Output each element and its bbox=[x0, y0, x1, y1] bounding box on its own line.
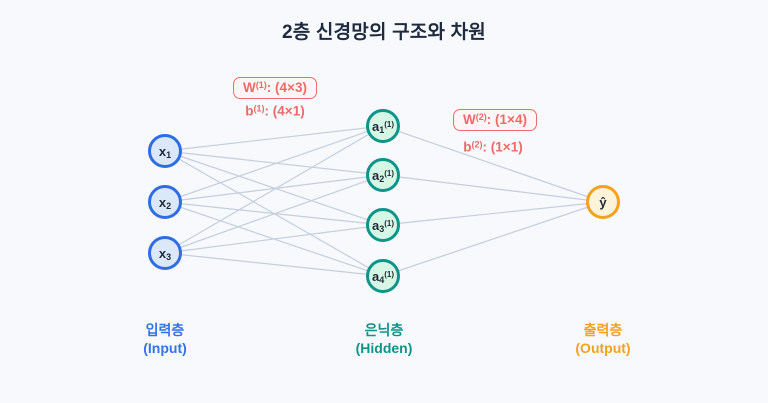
output-layer-label-kr: 출력층 bbox=[583, 322, 623, 338]
w2-superscript: (2) bbox=[475, 112, 487, 122]
b1-superscript: (1) bbox=[253, 103, 265, 114]
input-node-x2: x2 bbox=[148, 185, 182, 219]
output-layer-label-en: (Output) bbox=[575, 340, 631, 356]
node-label: a4(1) bbox=[371, 268, 395, 285]
b2-superscript: (2) bbox=[471, 139, 483, 150]
hidden-node-a1: a1(1) bbox=[366, 109, 400, 143]
b2-dims: : (1×1) bbox=[482, 139, 523, 155]
connection-lines-group bbox=[164, 125, 604, 277]
hidden-layer-label: 은닉층 (Hidden) bbox=[356, 321, 413, 357]
output-layer-label: 출력층 (Output) bbox=[575, 321, 630, 357]
node-label: a1(1) bbox=[371, 118, 395, 135]
node-label: x3 bbox=[158, 245, 172, 262]
node-label: a2(1) bbox=[371, 167, 395, 184]
connection-line bbox=[382, 174, 604, 203]
connection-line bbox=[164, 125, 384, 203]
hidden-node-a2: a2(1) bbox=[366, 158, 400, 192]
input-layer-label-en: (Input) bbox=[143, 340, 187, 356]
node-label: x1 bbox=[158, 143, 172, 160]
node-label: x2 bbox=[158, 194, 172, 211]
connection-line bbox=[164, 125, 384, 254]
connection-line bbox=[382, 125, 604, 203]
diagram-title: 2층 신경망의 구조와 차원 bbox=[281, 22, 486, 43]
hidden-node-a4: a4(1) bbox=[366, 259, 400, 293]
b1-symbol: b bbox=[245, 103, 254, 119]
connection-line bbox=[164, 150, 384, 176]
w2-dims: : (1×4) bbox=[486, 112, 527, 127]
w1-symbol: W bbox=[243, 80, 256, 95]
input-node-x3: x3 bbox=[148, 236, 182, 270]
connection-line bbox=[164, 174, 384, 254]
w2-dimension-badge: W(2): (1×4) bbox=[453, 109, 537, 131]
connection-line bbox=[164, 252, 384, 277]
b2-dimension-label: b(2): (1×1) bbox=[463, 140, 522, 155]
connection-line bbox=[164, 174, 384, 203]
connection-line bbox=[382, 201, 604, 277]
connection-line bbox=[382, 201, 604, 226]
hidden-node-a3: a3(1) bbox=[366, 208, 400, 242]
node-label: ŷ bbox=[599, 194, 607, 210]
output-node-yhat: ŷ bbox=[586, 185, 620, 219]
node-label: a3(1) bbox=[371, 217, 395, 234]
input-node-x1: x1 bbox=[148, 134, 182, 168]
input-layer-label-kr: 입력층 bbox=[145, 322, 185, 338]
w1-superscript: (1) bbox=[255, 80, 267, 90]
connection-line bbox=[164, 224, 384, 254]
hidden-layer-label-kr: 은닉층 bbox=[364, 322, 404, 338]
w2-symbol: W bbox=[463, 112, 476, 127]
b1-dimension-label: b(1): (4×1) bbox=[245, 104, 304, 119]
w1-dimension-badge: W(1): (4×3) bbox=[233, 77, 317, 99]
hidden-layer-label-en: (Hidden) bbox=[355, 340, 413, 356]
input-layer-label: 입력층 (Input) bbox=[143, 321, 187, 357]
connection-line bbox=[164, 125, 384, 152]
b2-symbol: b bbox=[463, 139, 472, 155]
w1-dims: : (4×3) bbox=[266, 80, 307, 95]
b1-dims: : (4×1) bbox=[264, 103, 305, 119]
